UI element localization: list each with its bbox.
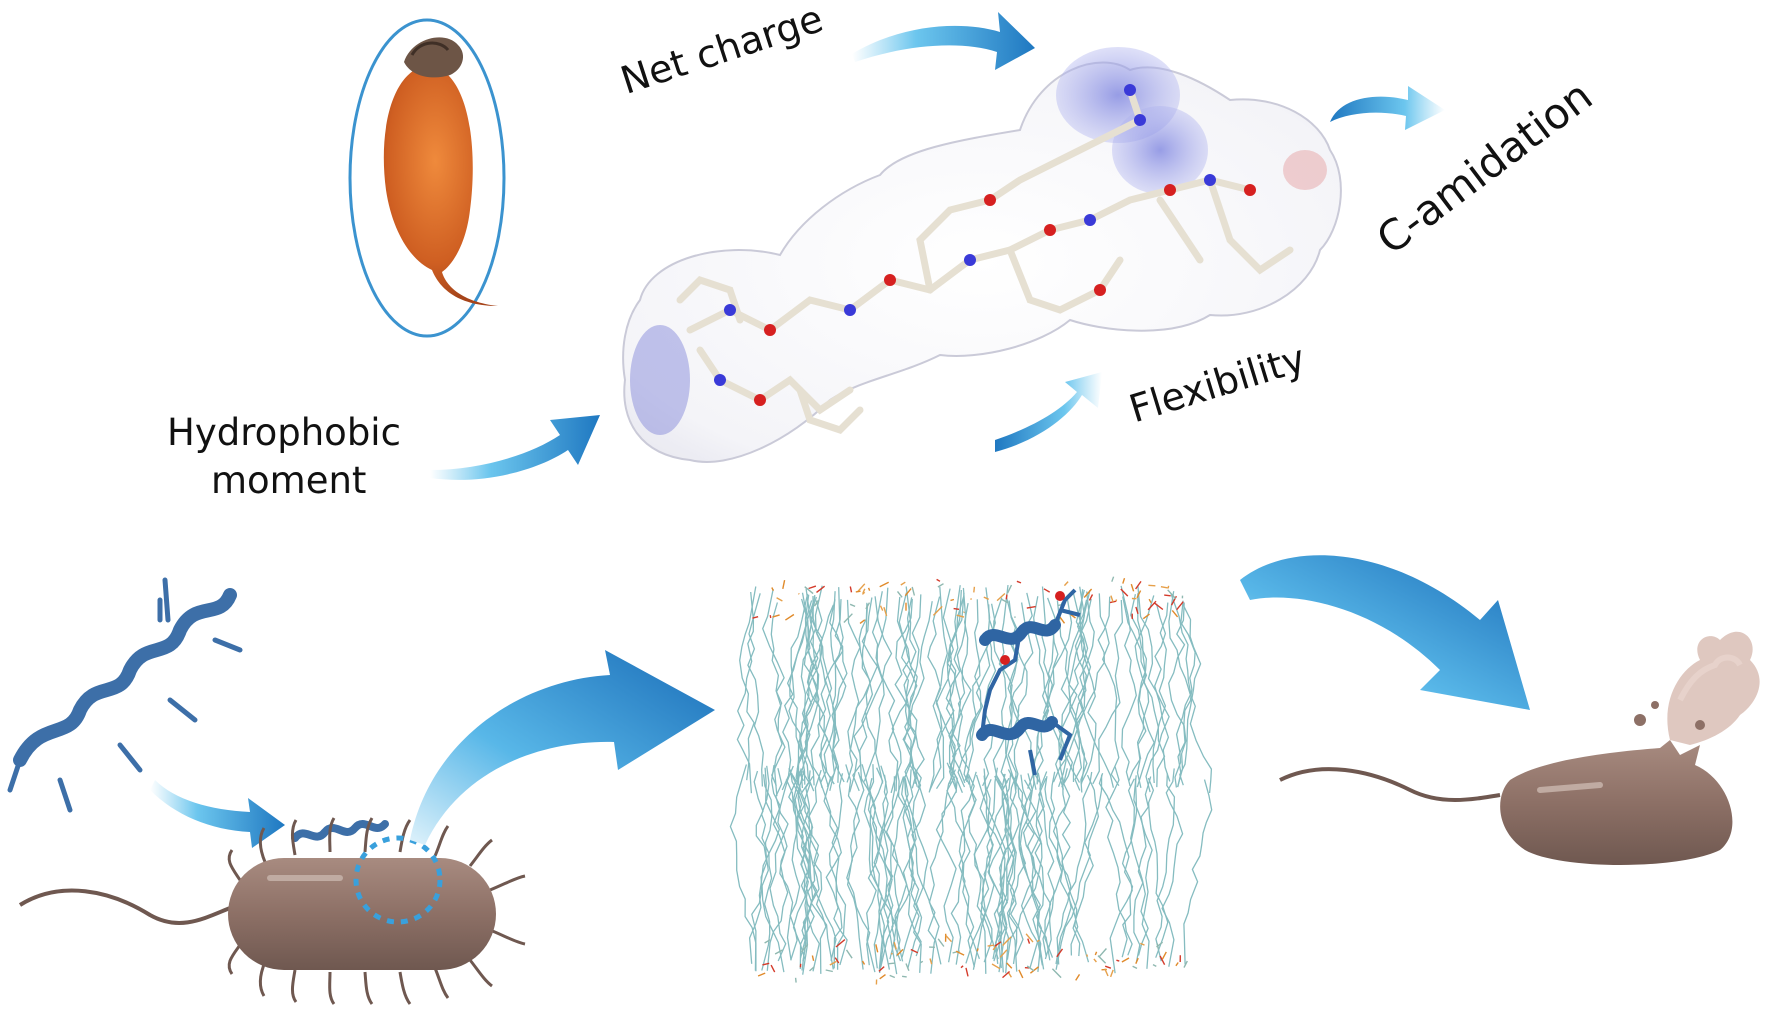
lysed-bacterium-icon xyxy=(1280,632,1760,865)
seed-icon xyxy=(350,20,504,336)
membrane-icon xyxy=(730,577,1211,985)
hydrophobic-label-line1: Hydrophobic xyxy=(167,414,401,451)
hydrophobic-label-line2: moment xyxy=(211,462,366,499)
hydrophobic-arrow-icon xyxy=(430,415,600,480)
membrane-arrow-icon xyxy=(410,650,715,845)
helix-peptide-icon xyxy=(10,580,385,838)
c-amidation-arrow-icon xyxy=(1330,86,1445,130)
flexibility-arrow-icon xyxy=(995,372,1102,452)
lysis-arrow-icon xyxy=(1240,555,1530,710)
net-charge-arrow-icon xyxy=(852,12,1035,70)
bacterium-icon xyxy=(20,818,525,1004)
small-down-arrow-icon xyxy=(150,780,285,848)
